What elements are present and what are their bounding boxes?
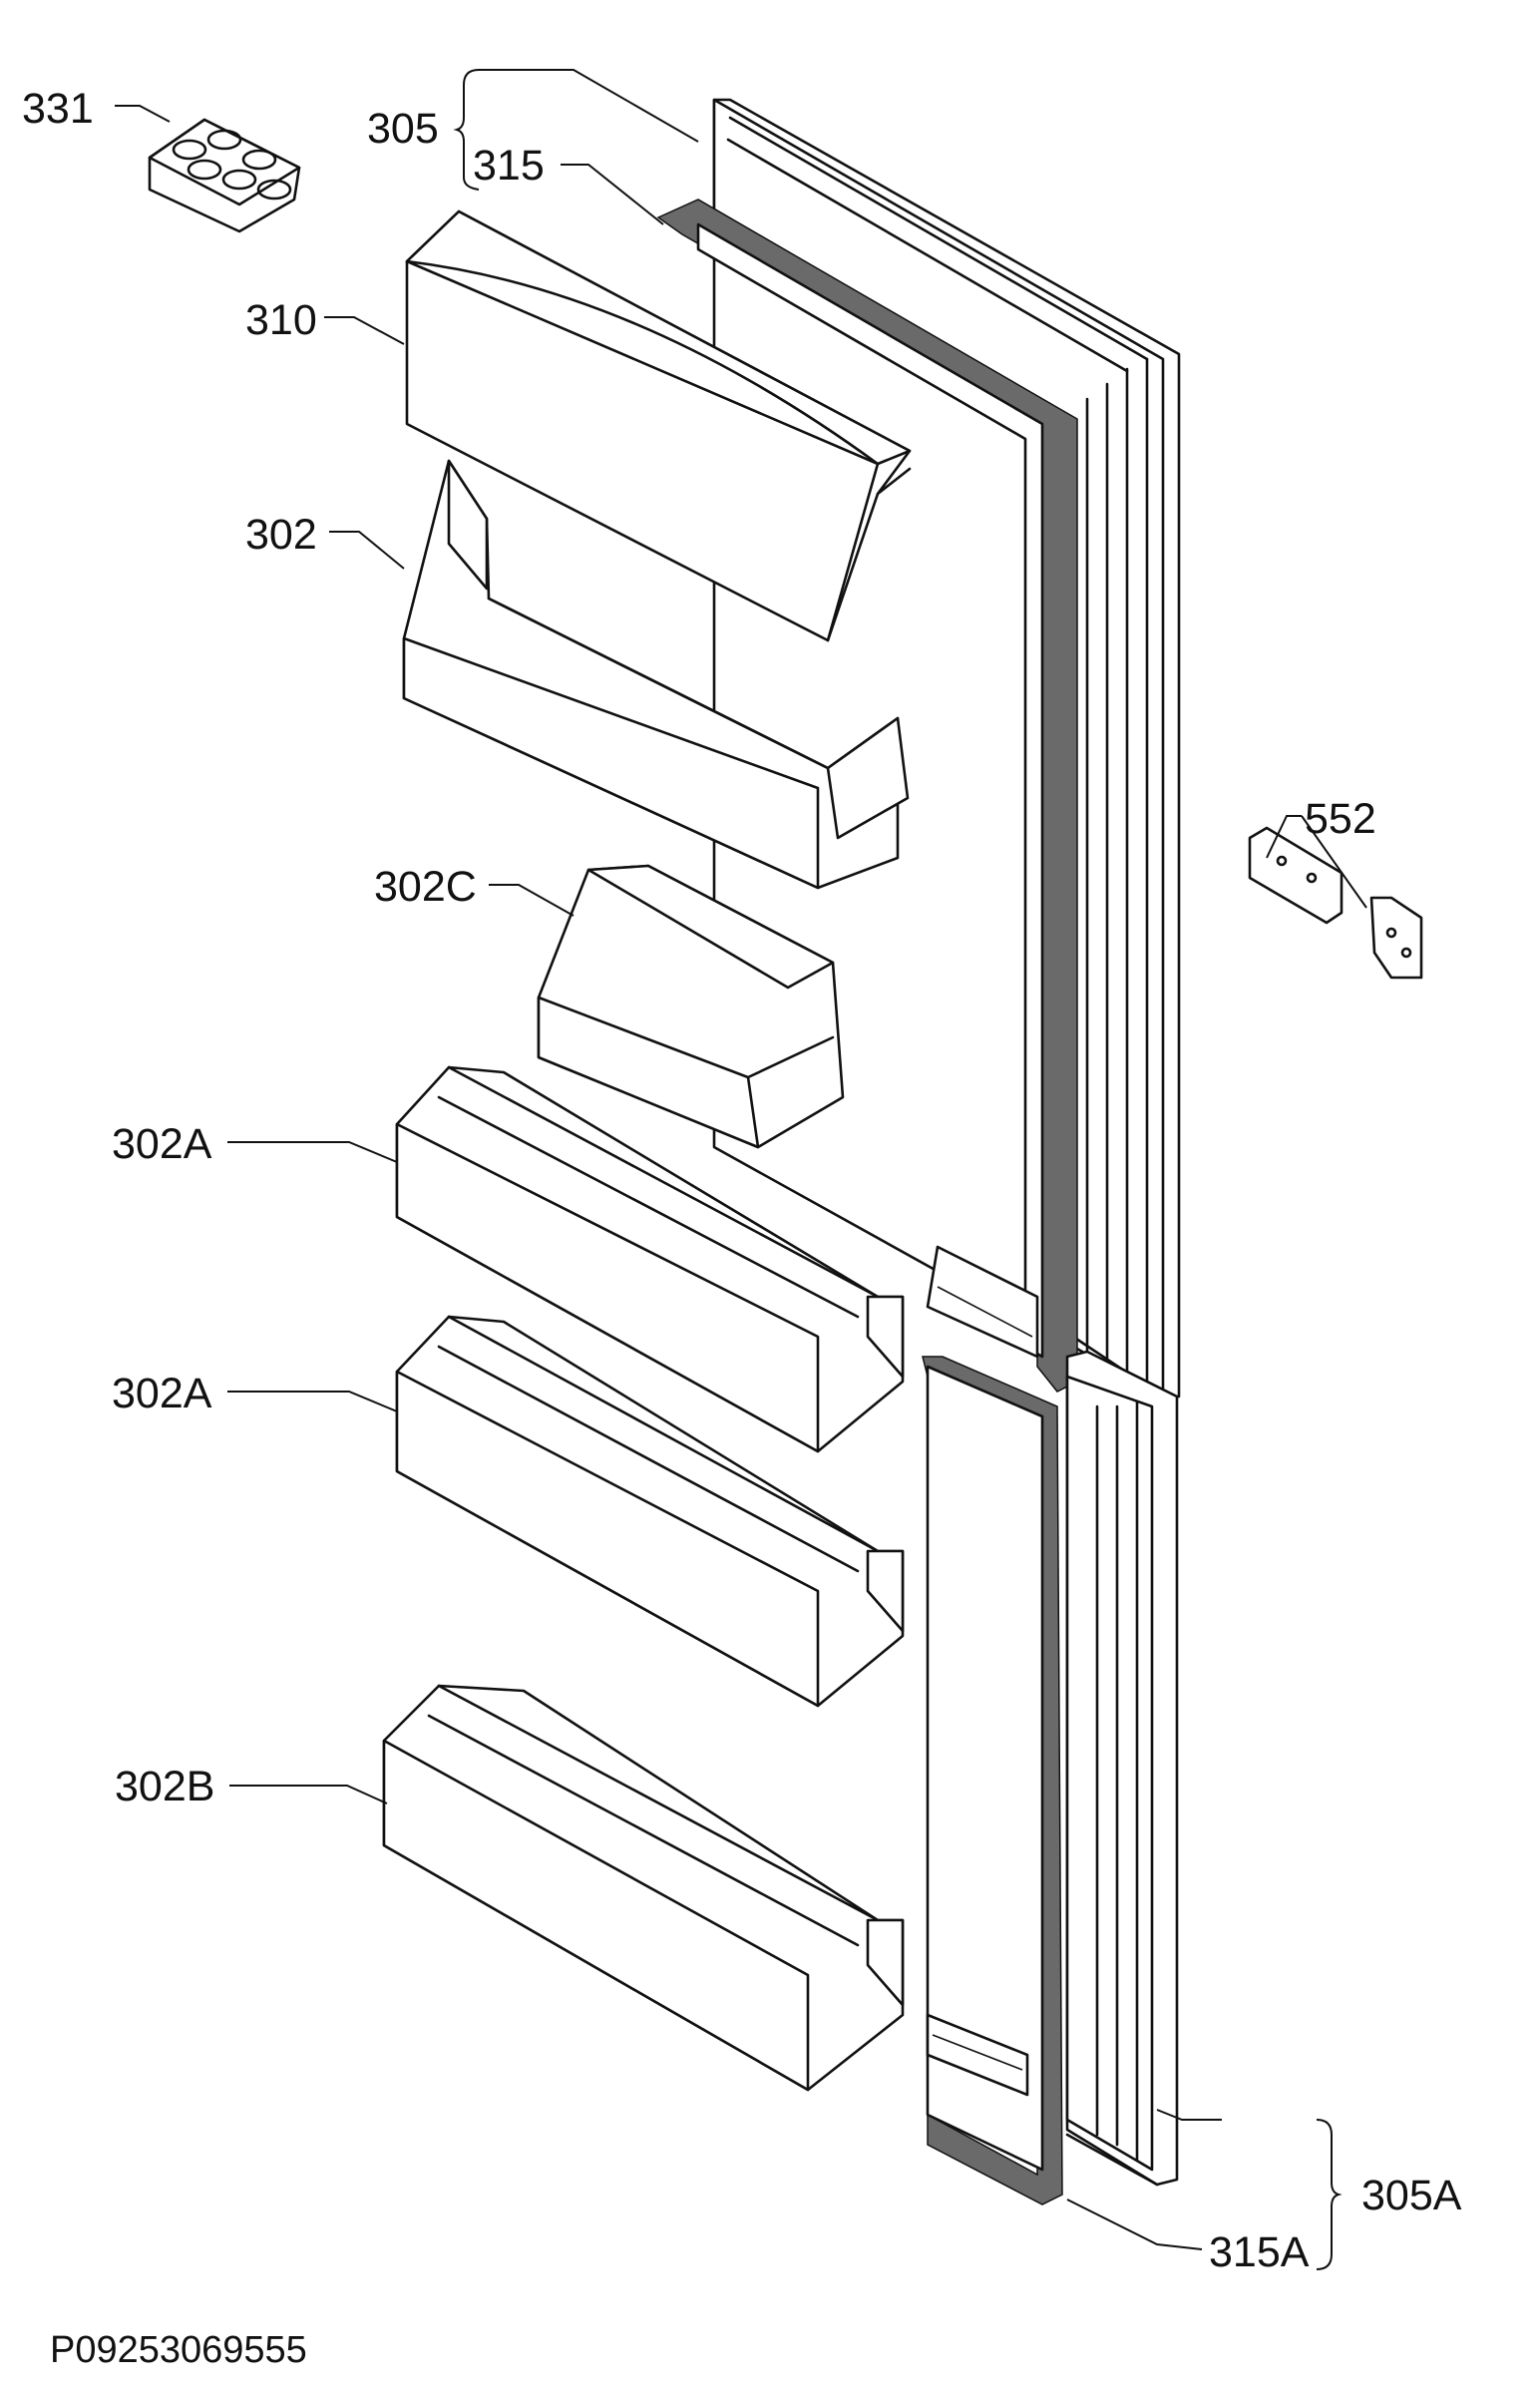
label-302c: 302C bbox=[374, 863, 477, 911]
label-302a-1: 302A bbox=[112, 1120, 212, 1168]
drawing-code: P09253069555 bbox=[50, 2329, 307, 2371]
door-shelf-302c bbox=[537, 864, 845, 1149]
upper-gasket-315 bbox=[656, 199, 1078, 1393]
label-302: 302 bbox=[245, 511, 317, 559]
label-305a: 305A bbox=[1361, 2172, 1462, 2219]
label-302b: 302B bbox=[115, 1763, 215, 1810]
label-315: 315 bbox=[473, 142, 545, 190]
hinge-parts-552 bbox=[1248, 826, 1423, 980]
label-305: 305 bbox=[367, 105, 439, 153]
door-shelf-302 bbox=[402, 459, 910, 890]
label-552: 552 bbox=[1305, 795, 1376, 843]
door-shelf-302a-1 bbox=[395, 1065, 905, 1453]
butter-lid-310 bbox=[405, 209, 912, 642]
lower-door-305a bbox=[1065, 1350, 1179, 2187]
egg-tray-331 bbox=[148, 118, 301, 233]
label-310: 310 bbox=[245, 296, 317, 344]
door-shelf-302b bbox=[382, 1684, 905, 2092]
leader-lines bbox=[115, 69, 1367, 2270]
label-302a-2: 302A bbox=[112, 1370, 212, 1417]
door-shelf-302a-2 bbox=[395, 1315, 905, 1708]
label-331: 331 bbox=[22, 85, 94, 133]
lower-gasket-315a bbox=[922, 1356, 1063, 2205]
label-315a: 315A bbox=[1209, 2228, 1310, 2276]
